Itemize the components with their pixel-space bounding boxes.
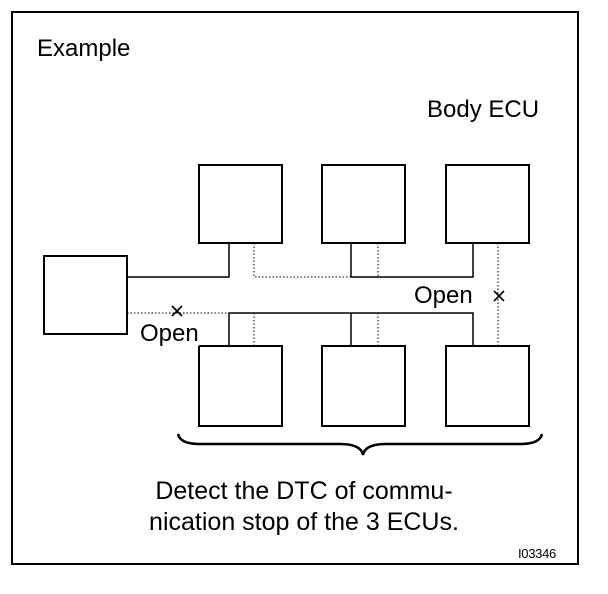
lower-bus-return [127, 312, 379, 346]
body-ecu-label: Body ECU [427, 96, 540, 123]
open-label-right: Open [414, 282, 473, 309]
lower-bus [228, 312, 474, 346]
open-label-left: Open [140, 320, 199, 347]
ecu-box-bottom-left [198, 345, 283, 427]
ecu-box-bottom-right [445, 345, 530, 427]
ecu-box-top-right-body-ecu [445, 164, 530, 244]
brace-grouping-icon [176, 433, 544, 456]
open-mark-left [171, 305, 183, 317]
open-mark-right [493, 290, 505, 302]
example-label: Example [37, 35, 131, 62]
ecu-box-bottom-middle [321, 345, 406, 427]
upper-bus [127, 243, 474, 278]
caption-line-2: nication stop of the 3 ECUs. [149, 508, 459, 536]
ecu-box-top-middle [321, 164, 406, 244]
ecu-box-left [43, 255, 128, 335]
ecu-box-top-left [198, 164, 283, 244]
upper-bus-return [253, 243, 499, 346]
figure-code: I03346 [518, 546, 556, 561]
caption-line-1: Detect the DTC of commu- [155, 477, 453, 505]
